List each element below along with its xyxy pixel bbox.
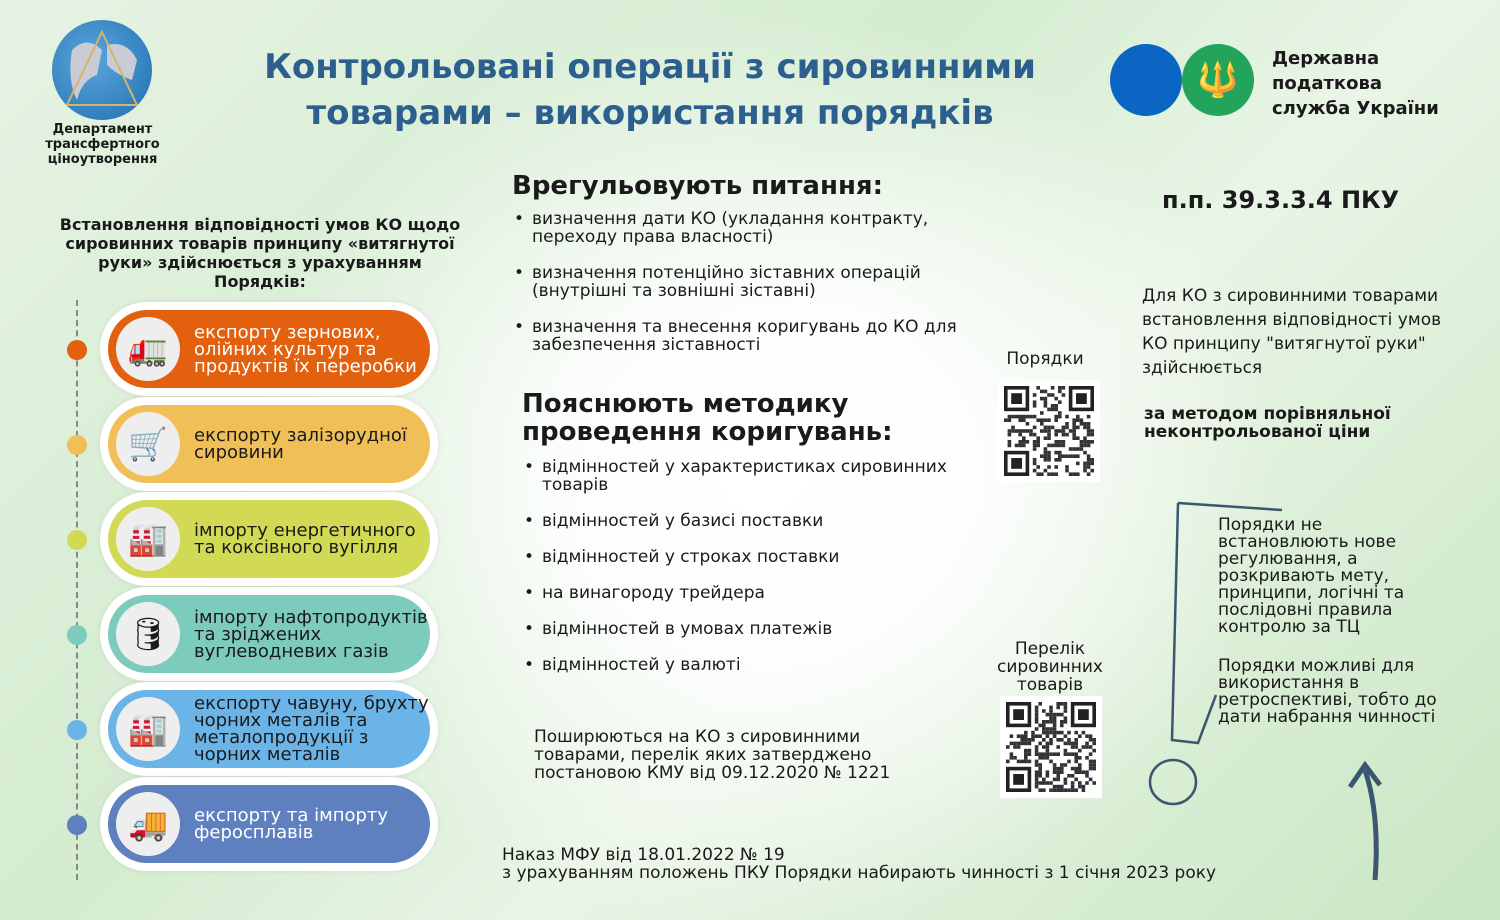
- explain-section: Пояснюють методику проведення коригувань…: [522, 390, 982, 692]
- order-pill: 🏭експорту чавуну, брухту чорних металів …: [100, 682, 438, 776]
- order-ref-line: з урахуванням положень ПКУ Порядки набир…: [502, 863, 1217, 883]
- order-ref-line: Наказ МФУ від 18.01.2022 № 19: [502, 845, 785, 865]
- qr2-label: Перелік сировинних товарів: [997, 639, 1103, 695]
- regulate-section: Врегульовують питання: визначення дати К…: [512, 172, 982, 372]
- order-label: імпорту нафтопродуктів та зріджених вугл…: [194, 606, 428, 662]
- order-pill-body: 🏭 імпорту енергетичного та коксівного вуг…: [108, 500, 430, 578]
- note-retrospective: Порядки можливі для використання в ретро…: [1218, 656, 1437, 727]
- intro-text: Встановлення відповідності умов КО щодо …: [59, 215, 461, 291]
- order-label: експорту та імпорту феросплавів: [194, 805, 389, 843]
- note-no-new-regulation: Порядки не встановлюють нове регулювання…: [1218, 515, 1405, 637]
- agency-name: Державна податкова служба України: [1272, 46, 1439, 121]
- dump-truck-icon: 🚚: [116, 792, 180, 856]
- department-logo: [52, 20, 152, 120]
- ore-cart-icon: 🛒: [116, 412, 180, 476]
- title-line-1: Контрольовані операції з сировинними: [264, 47, 1036, 87]
- exclamation-sketch-icon: [1148, 501, 1382, 881]
- explain-heading: Пояснюють методику проведення коригувань…: [522, 389, 893, 447]
- timeline-line: [76, 300, 78, 880]
- order-pill-body: 🛒 експорту залізорудної сировини: [108, 405, 430, 483]
- tax-code-article: п.п. 39.3.3.4 ПКУ: [1162, 186, 1400, 214]
- order-label: експорту чавуну, брухту чорних металів т…: [194, 693, 429, 765]
- bullet-item: відмінностей в умовах платежів: [522, 620, 982, 638]
- order-pill-body: 🚚 експорту та імпорту феросплавів: [108, 785, 430, 863]
- order-pill: 🛢імпорту нафтопродуктів та зріджених вуг…: [100, 587, 438, 681]
- agency-name-line: Державна: [1272, 48, 1380, 69]
- title-line-2: товарами – використання порядків: [306, 93, 994, 133]
- bullet-item: визначення та внесення коригувань до КО …: [512, 318, 982, 354]
- regulate-heading: Врегульовують питання:: [512, 171, 883, 201]
- timeline-dot: [67, 340, 87, 360]
- bullet-item: визначення потенційно зіставних операцій…: [512, 264, 982, 300]
- order-pill: 🚚 експорту та імпорту феросплавів: [100, 777, 438, 871]
- timeline-dot: [67, 435, 87, 455]
- tank-car-icon: 🛢: [116, 602, 180, 666]
- order-label: експорту залізорудної сировини: [194, 425, 407, 463]
- timeline-dot: [67, 625, 87, 645]
- timeline-dot: [67, 530, 87, 550]
- agency-name-line: податкова: [1272, 73, 1383, 94]
- factory-icon: 🏭: [116, 697, 180, 761]
- tryzub-icon: 🔱: [1182, 44, 1254, 116]
- order-label: експорту зернових, олійних культур та пр…: [194, 321, 417, 377]
- department-name: Департамент трансфертного ціноутворення: [45, 122, 160, 167]
- order-pill: 🏭 імпорту енергетичного та коксівного вуг…: [100, 492, 438, 586]
- order-reference: Наказ МФУ від 18.01.2022 № 19 з урахуван…: [502, 846, 1362, 882]
- regulate-list: визначення дати КО (укладання контракту,…: [512, 210, 982, 354]
- order-pill-body: 🚛експорту зернових, олійних культур та п…: [108, 310, 430, 388]
- agency-name-line: служба України: [1272, 98, 1439, 119]
- qr-code-orders[interactable]: [998, 380, 1100, 482]
- qr1-label: Порядки: [1006, 349, 1084, 369]
- agency-logo-circle: [1110, 44, 1182, 116]
- page-title: Контрольовані операції з сировинними тов…: [230, 44, 1070, 136]
- order-pill: 🚛експорту зернових, олійних культур та п…: [100, 302, 438, 396]
- timeline-dot: [67, 720, 87, 740]
- power-plant-icon: 🏭: [116, 507, 180, 571]
- bullet-item: відмінностей у базисі поставки: [522, 512, 982, 530]
- order-pill-body: 🛢імпорту нафтопродуктів та зріджених вуг…: [108, 595, 430, 673]
- order-label: імпорту енергетичного та коксівного вугі…: [194, 520, 416, 558]
- bullet-item: відмінностей у валюті: [522, 656, 982, 674]
- order-pill: 🛒 експорту залізорудної сировини: [100, 397, 438, 491]
- bullet-item: на винагороду трейдера: [522, 584, 982, 602]
- bullet-item: відмінностей у строках поставки: [522, 548, 982, 566]
- scope-text: Поширюються на КО з сировинними товарами…: [534, 727, 891, 783]
- truck-icon: 🚛: [116, 317, 180, 381]
- order-pill-body: 🏭експорту чавуну, брухту чорних металів …: [108, 690, 430, 768]
- qr-code-commodities[interactable]: [1000, 696, 1102, 798]
- method-text: Для КО з сировинними товарами встановлен…: [1142, 286, 1442, 378]
- bullet-item: відмінностей у характеристиках сировинни…: [522, 458, 982, 494]
- timeline-dot: [67, 815, 87, 835]
- method-name: за методом порівняльної неконтрольованої…: [1144, 404, 1391, 442]
- bullet-item: визначення дати КО (укладання контракту,…: [512, 210, 982, 246]
- explain-list: відмінностей у характеристиках сировинни…: [522, 458, 982, 674]
